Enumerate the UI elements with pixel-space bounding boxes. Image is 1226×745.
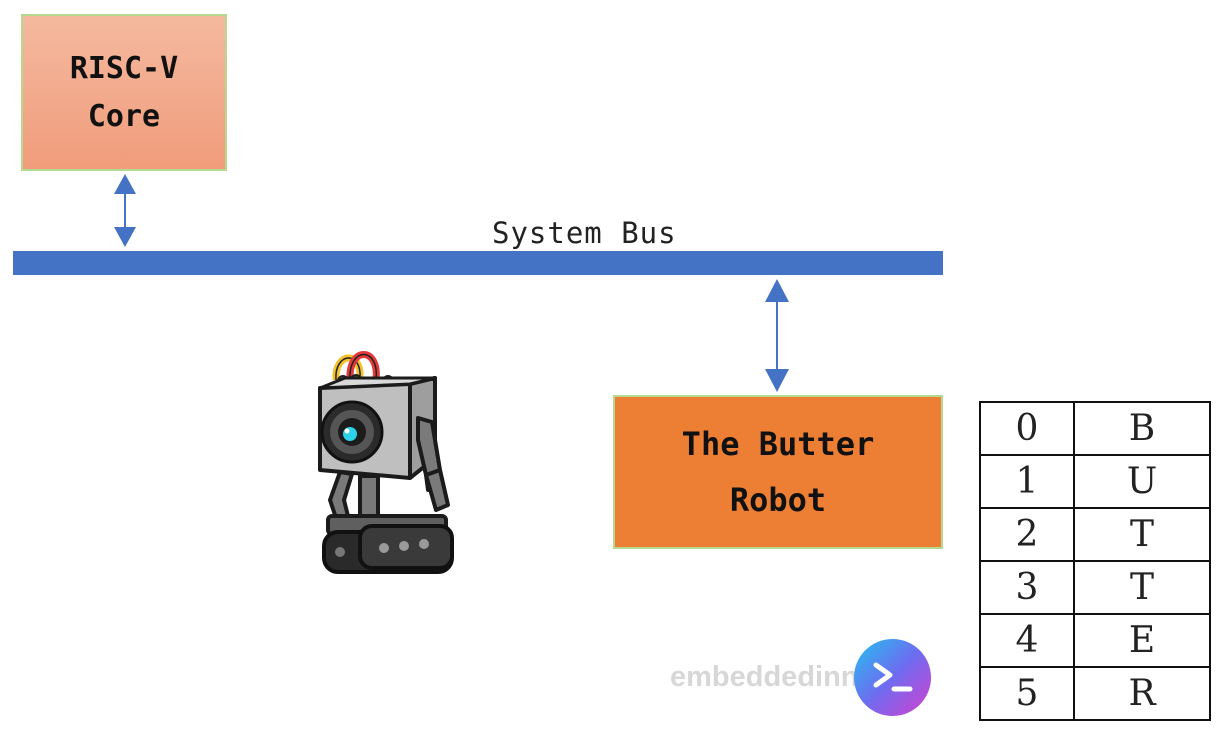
core-bus-arrow [114,174,136,247]
table-row: 0 B [979,401,1211,456]
butter-robot-label: The Butter Robot [681,425,875,519]
value-cell: E [1073,613,1211,668]
system-bus-label: System Bus [492,216,677,250]
watermark-text: embeddedinn [670,661,859,693]
table-row: 1 U [979,454,1211,509]
bus-peripheral-arrow [765,279,789,392]
address-cell: 0 [979,401,1075,456]
value-cell: R [1073,666,1211,721]
system-bus-bar [13,251,943,275]
terminal-prompt-icon [854,639,931,716]
value-cell: T [1073,560,1211,615]
table-row: 4 E [979,613,1211,668]
address-cell: 1 [979,454,1075,509]
address-cell: 5 [979,666,1075,721]
table-row: 3 T [979,560,1211,615]
risc-v-core-block: RISC-V Core [21,14,227,171]
table-row: 5 R [979,666,1211,721]
value-cell: B [1073,401,1211,456]
address-cell: 3 [979,560,1075,615]
butter-robot-icon [318,351,454,574]
address-cell: 2 [979,507,1075,562]
memory-table: 0 B 1 U 2 T 3 T 4 E 5 R [979,401,1211,721]
butter-robot-block: The Butter Robot [613,395,943,549]
table-row: 2 T [979,507,1211,562]
value-cell: T [1073,507,1211,562]
risc-v-core-label: RISC-V Core [69,50,179,134]
value-cell: U [1073,454,1211,509]
address-cell: 4 [979,613,1075,668]
